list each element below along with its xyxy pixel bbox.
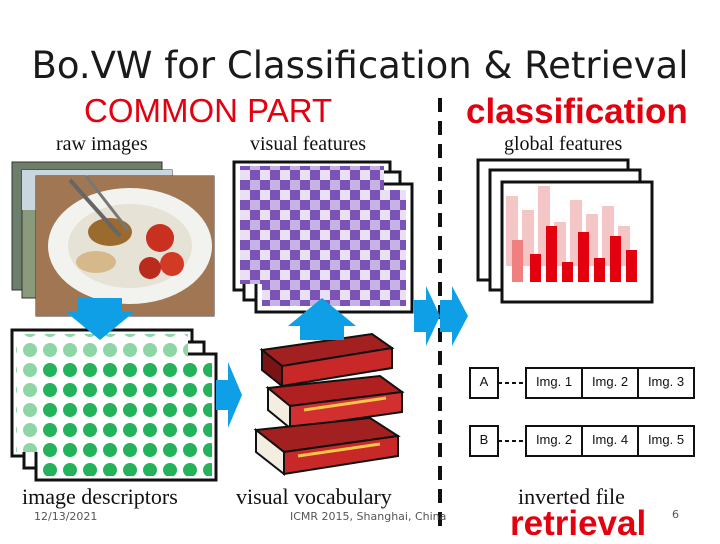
label-global-features: global features [504, 133, 623, 155]
section-common-part: COMMON PART [84, 92, 333, 129]
footer-venue: ICMR 2015, Shanghai, China [290, 510, 447, 523]
arrow-right-icon [216, 362, 242, 428]
label-raw-images: raw images [56, 133, 148, 155]
arrow-right-icon [414, 286, 440, 346]
posting-a-2: Img. 2 [591, 374, 629, 389]
visual-features-stack [232, 160, 414, 314]
inverted-file-table [469, 367, 695, 457]
posting-b-3: Img. 5 [647, 432, 685, 447]
page-number: 6 [672, 508, 679, 521]
posting-b-1: Img. 2 [535, 432, 573, 447]
arrow-down-icon [66, 298, 134, 340]
global-histogram-front [512, 226, 637, 282]
posting-a-3: Img. 3 [647, 374, 685, 389]
section-retrieval: retrieval [510, 504, 647, 543]
label-visual-vocabulary: visual vocabulary [236, 484, 392, 509]
inverted-key-a: A [479, 374, 489, 389]
raw-images-stack [11, 161, 215, 317]
label-visual-features: visual features [250, 133, 367, 155]
footer-date: 12/13/2021 [34, 510, 98, 523]
global-histogram-back [506, 186, 630, 266]
posting-b-2: Img. 4 [591, 432, 629, 447]
arrow-right-icon [440, 286, 468, 346]
arrow-up-icon [288, 298, 356, 340]
books-icon [253, 332, 405, 477]
inverted-key-b: B [479, 432, 489, 447]
label-inverted-file: inverted file [518, 484, 625, 509]
section-classification: classification [466, 92, 688, 131]
slide-title: Bo.VW for Classification & Retrieval [31, 44, 689, 87]
label-image-descriptors: image descriptors [22, 484, 178, 509]
image-descriptors-stack [10, 328, 218, 482]
posting-a-1: Img. 1 [535, 374, 573, 389]
arrows [66, 286, 468, 428]
global-features-stack [476, 158, 654, 304]
